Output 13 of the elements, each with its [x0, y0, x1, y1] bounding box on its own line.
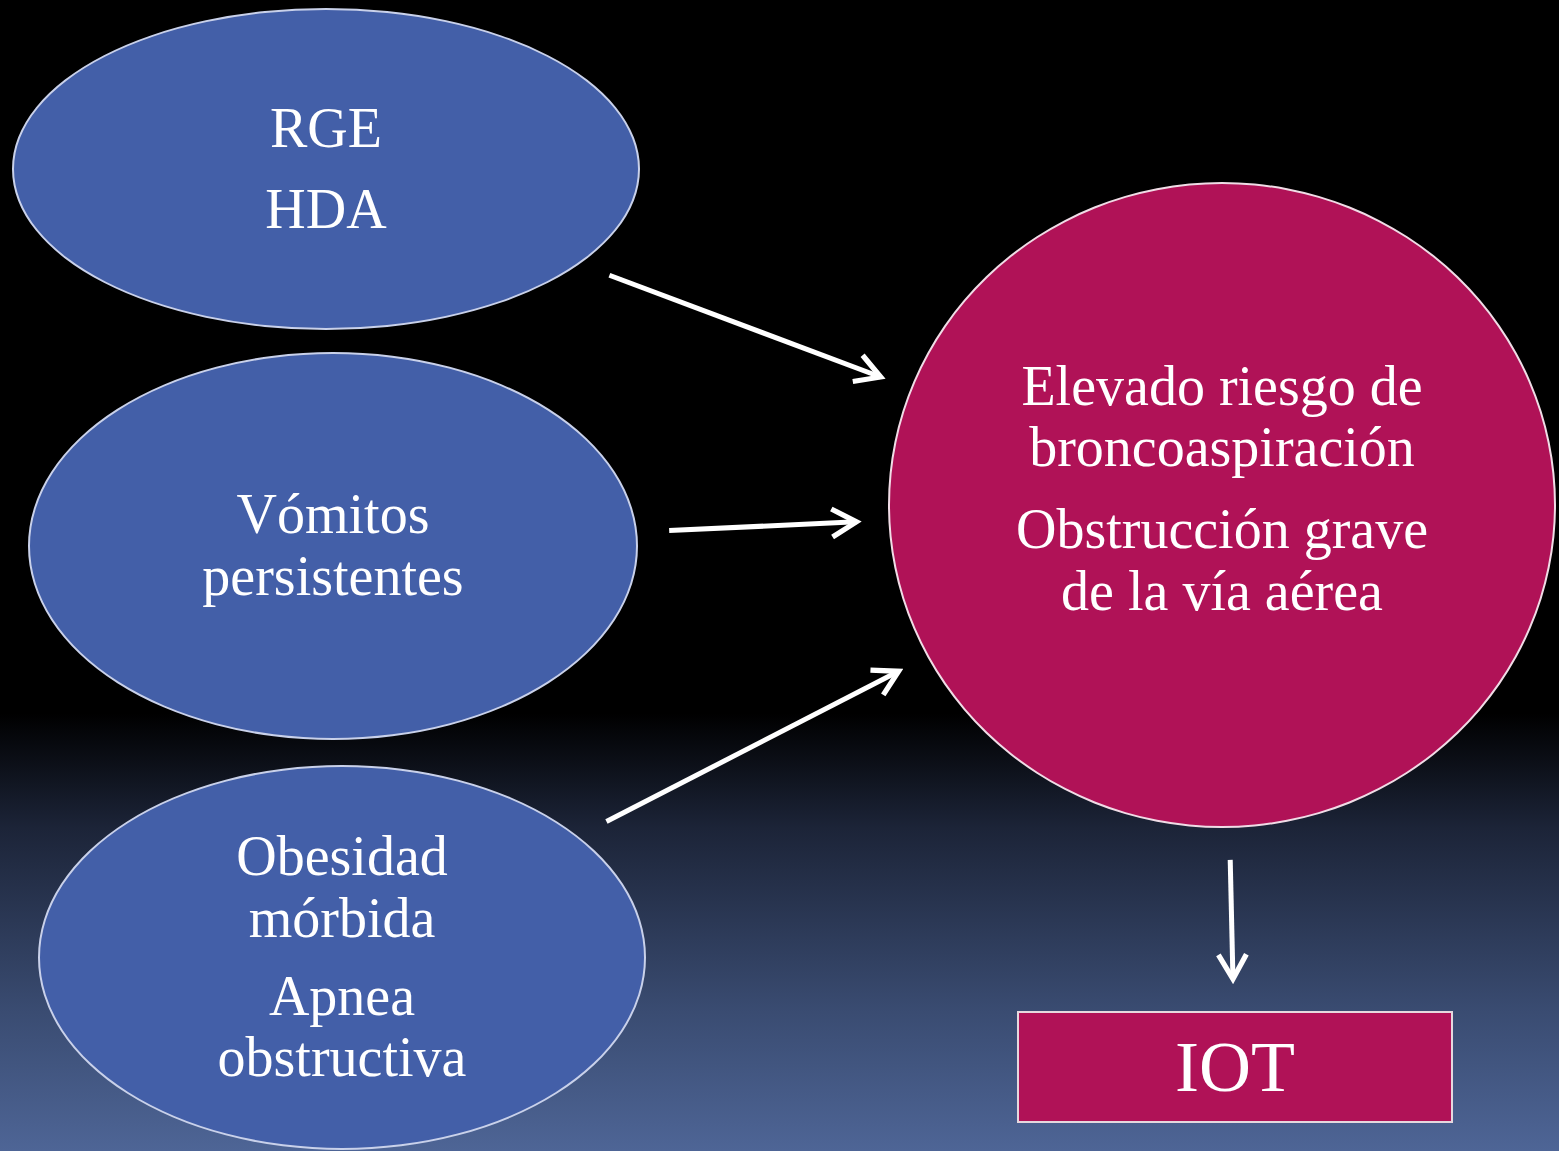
arrow — [669, 506, 860, 540]
node-text: IOT — [1175, 1031, 1295, 1103]
node-text: Obstrucción grave de la vía aérea — [1014, 499, 1430, 623]
arrow — [608, 272, 884, 385]
arrow — [605, 667, 902, 824]
node-text: HDA — [265, 177, 387, 242]
node-text: Vómitos persistentes — [201, 484, 465, 608]
node-text: Elevado riesgo de broncoaspiración — [1020, 355, 1424, 479]
node-text: Obesidad mórbida — [235, 826, 449, 950]
node-text: RGE — [270, 95, 382, 161]
process-box — [1017, 1011, 1453, 1123]
node-text: Apnea obstructiva — [216, 965, 468, 1089]
arrow — [1215, 859, 1249, 982]
